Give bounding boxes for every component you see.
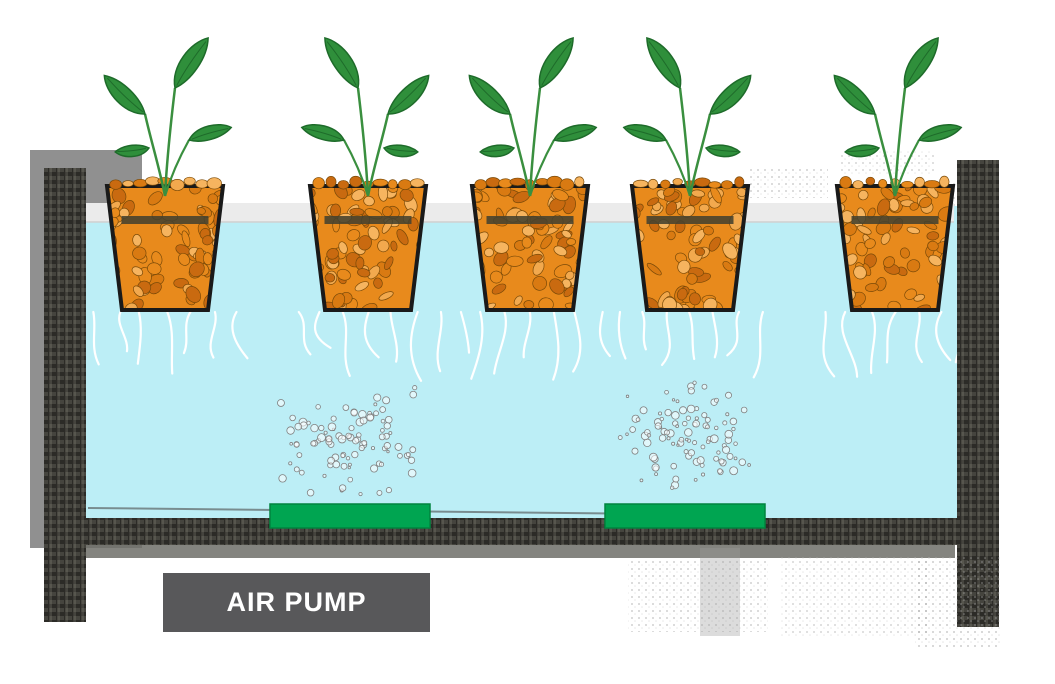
plant-1 — [103, 36, 233, 197]
roots-4 — [617, 310, 764, 379]
roots-5 — [822, 310, 970, 378]
net-pot-5 — [834, 175, 956, 312]
plant-2 — [300, 36, 430, 197]
net-pot-4 — [629, 176, 751, 312]
plant-5 — [833, 36, 963, 197]
right-leg — [957, 160, 999, 627]
bubble-cluster-2 — [617, 380, 751, 490]
air-stone-2 — [604, 503, 766, 529]
bubble-cluster-1 — [277, 385, 418, 497]
left-leg — [44, 168, 86, 622]
net-pot-2 — [307, 175, 429, 312]
air-pump-label: AIR PUMP — [163, 573, 430, 632]
net-pot-1 — [104, 176, 226, 312]
roots-1 — [92, 310, 249, 375]
air-stone-1 — [269, 503, 431, 529]
air-pump-label-text: AIR PUMP — [226, 587, 367, 617]
roots-2 — [297, 310, 443, 382]
roots-3 — [459, 310, 611, 381]
plant-3 — [468, 36, 598, 197]
net-pot-3 — [469, 175, 591, 312]
tank-bottom-frame — [60, 518, 958, 558]
plant-4 — [622, 36, 752, 197]
bottom-smudges — [628, 548, 1000, 648]
